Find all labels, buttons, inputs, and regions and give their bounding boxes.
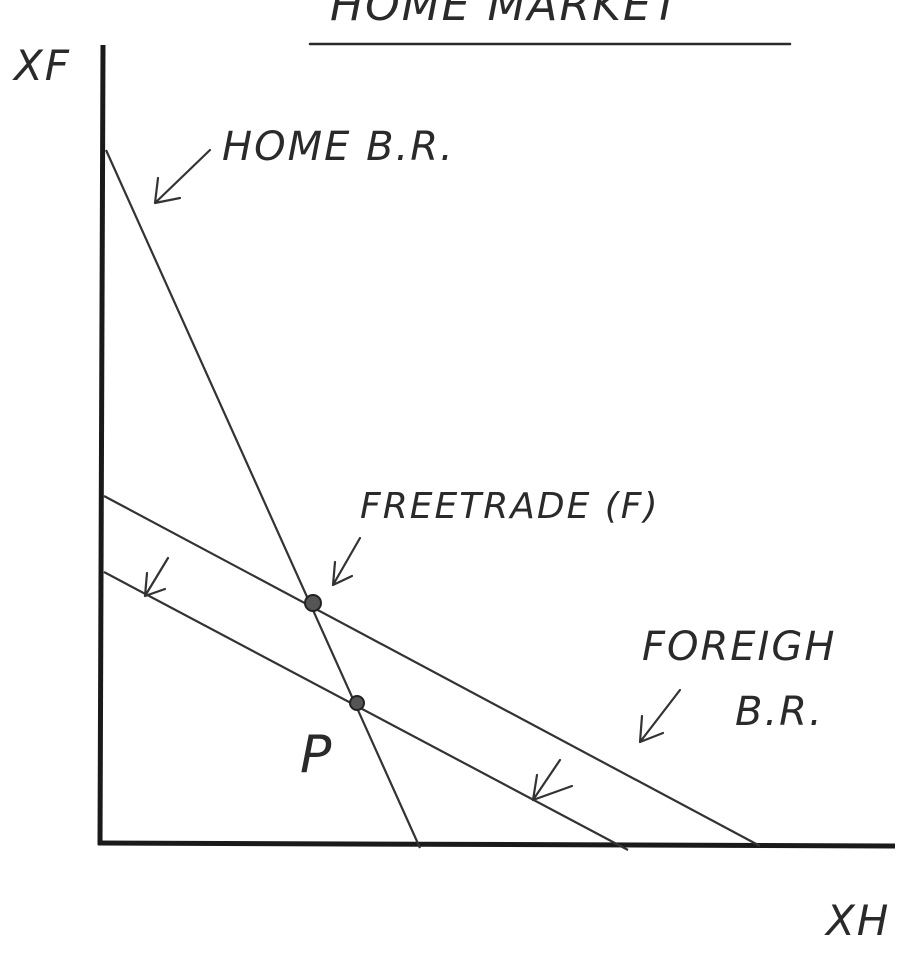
free-trade-equilibrium-point [304, 594, 322, 612]
foreign-best-response-line [103, 571, 629, 851]
point-p-equilibrium [349, 695, 365, 711]
foreign-br-label-line2: B.R. [735, 689, 824, 735]
free-trade-label: FREETRADE (F) [360, 486, 660, 527]
y-axis [97, 44, 106, 846]
foreign-br-arrow [638, 688, 682, 744]
point-p-label: P [300, 725, 333, 785]
shift-arrow-left [143, 556, 170, 598]
shift-arrow-right [531, 758, 574, 802]
free-trade-arrow [331, 536, 362, 587]
x-axis [97, 840, 896, 849]
y-axis-label: XF [12, 41, 71, 90]
diagram-title: HOME MARKET [330, 0, 683, 31]
home-best-response-line [104, 149, 422, 849]
home-br-label: HOME B.R. [222, 124, 455, 170]
free-trade-foreign-br-line [103, 495, 761, 847]
x-axis-label: XH [824, 896, 890, 945]
foreign-br-label-line1: FOREIGH [642, 624, 836, 670]
home-br-arrow [153, 148, 212, 205]
